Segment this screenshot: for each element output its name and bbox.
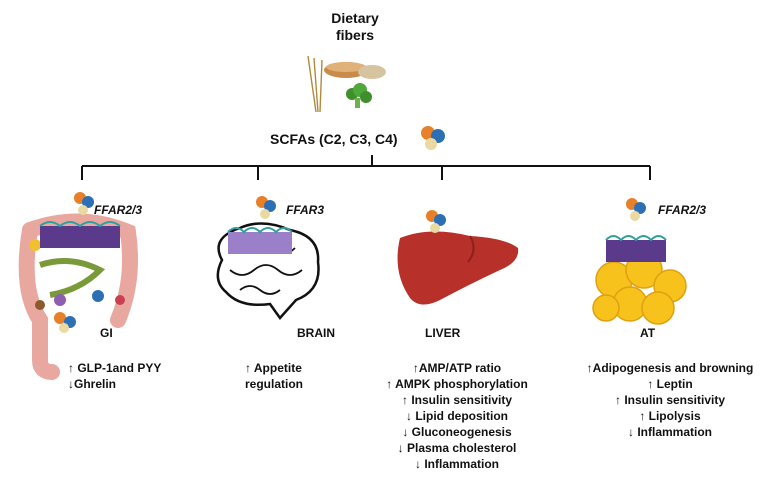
scfa-label: SCFAs (C2, C3, C4) <box>270 131 398 147</box>
brain-organ-label: BRAIN <box>297 326 335 340</box>
liver-effect-item: ↓ Inflammation <box>414 457 499 471</box>
gi-organ-label: GI <box>100 326 113 340</box>
at-effect-item: ↑Adipogenesis and browning <box>586 361 754 375</box>
gi-scfa-cluster <box>54 312 76 333</box>
gi-ffar-receptor <box>39 221 121 248</box>
liver-effect-item: ↑ Insulin sensitivity <box>401 393 513 407</box>
gi-receptor-label: FFAR2/3 <box>94 203 143 217</box>
liver-ligand-icon <box>426 210 446 233</box>
liver-organ-label: LIVER <box>425 326 461 340</box>
dietary-fibers-line1: Dietary <box>331 10 379 26</box>
at-effect-item: ↓ Inflammation <box>627 425 712 439</box>
brain-ligand-icon <box>256 196 276 219</box>
at-receptor-label: FFAR2/3 <box>658 203 707 217</box>
gi-effect-item: ↑ GLP-1and PYY <box>68 361 162 375</box>
brain-effect-item: ↑ Appetite <box>245 361 302 375</box>
brain-ffar-receptor <box>227 227 293 254</box>
liver-effect-item: ↓ Gluconeogenesis <box>402 425 512 439</box>
brain-effects-list: ↑ Appetite regulation <box>245 360 303 392</box>
liver-effects-list: ↑AMP/ATP ratio ↑ AMPK phosphorylation ↑ … <box>372 360 542 472</box>
at-ffar-receptor <box>605 235 667 262</box>
gi-ligand-icon <box>74 192 94 215</box>
scfa-molecule-icon <box>421 126 445 150</box>
adipose-tissue-illustration <box>592 198 687 325</box>
at-effect-item: ↑ Lipolysis <box>639 409 701 423</box>
dietary-fibers-title: Dietary fibers <box>300 10 410 44</box>
at-effect-item: ↑ Leptin <box>647 377 693 391</box>
at-ligand-icon <box>626 198 646 221</box>
liver-effect-item: ↓ Lipid deposition <box>406 409 508 423</box>
gi-effect-item: ↓Ghrelin <box>68 377 117 391</box>
liver-effect-item: ↑AMP/ATP ratio <box>412 361 502 375</box>
brain-receptor-label: FFAR3 <box>286 203 325 217</box>
dietary-fibers-line2: fibers <box>335 27 375 43</box>
branch-lines <box>81 155 651 180</box>
liver-effect-item: ↓ Plasma cholesterol <box>397 441 517 455</box>
dietary-fiber-icon <box>307 55 386 113</box>
at-effects-list: ↑Adipogenesis and browning ↑ Leptin ↑ In… <box>572 360 768 440</box>
at-effect-item: ↑ Insulin sensitivity <box>614 393 726 407</box>
brain-illustration <box>216 196 320 321</box>
gi-effects-list: ↑ GLP-1and PYY ↓Ghrelin <box>68 360 161 392</box>
at-organ-label: AT <box>640 326 656 340</box>
brain-effect-item: regulation <box>245 377 304 391</box>
liver-illustration <box>397 210 519 305</box>
gi-tract-illustration <box>18 192 139 380</box>
liver-effect-item: ↑ AMPK phosphorylation <box>386 377 528 391</box>
